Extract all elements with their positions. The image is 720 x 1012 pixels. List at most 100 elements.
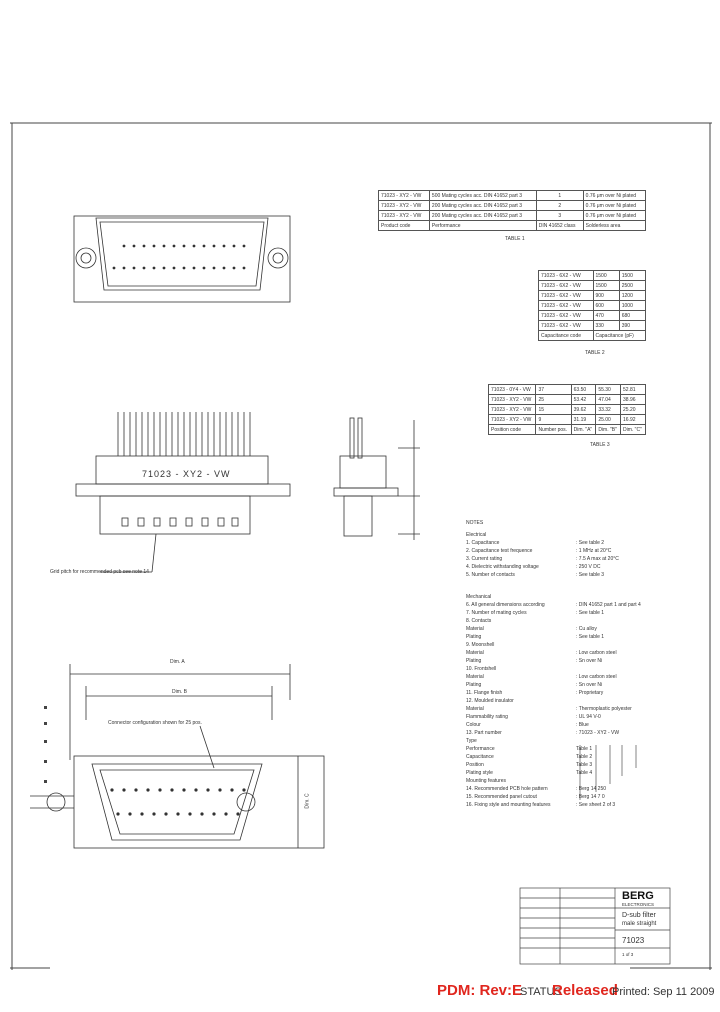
note-value: Table 2 (576, 754, 593, 760)
note-item: 8. Contacts (466, 618, 666, 626)
table-row: 71023 - XY2 - VW 200 Mating cycles acc. … (378, 210, 647, 221)
note-label: 11. Flange finish (466, 690, 503, 696)
note-label: 2. Capacitance test frequence (466, 548, 533, 554)
table-cell: 63.50 (570, 384, 597, 395)
note-label: 10. Frontshell (466, 666, 497, 672)
table-cell: 2 (535, 200, 584, 211)
table-row: 71023 - XY2 - VW 200 Mating cycles acc. … (378, 200, 647, 211)
note-label: Performance (466, 746, 495, 752)
config-note: Connector configuration shown for 25 pos… (108, 720, 202, 726)
printed-date: Printed: Sep 11 2009 (612, 986, 715, 998)
notes-title: NOTES (466, 520, 484, 526)
note-item: Mounting features (466, 778, 666, 786)
table-cell: 15 (535, 404, 572, 415)
notes-block: NOTES Electrical 1. Capacitance: See tab… (466, 520, 666, 810)
table-cell: 500 Mating cycles acc. DIN 41652 part 3 (428, 190, 537, 201)
note-value: : See table 1 (576, 610, 605, 616)
note-label: 15. Recommended panel cutout (466, 794, 537, 800)
note-item: 3. Current rating: 7.5 A max at 20°C (466, 556, 666, 564)
table-cell: 71023 - 6X2 - VW (538, 290, 594, 301)
pdm-revision: PDM: Rev:E (437, 982, 523, 999)
note-item: Plating style Table 4 (466, 770, 666, 778)
table-header-cell: DIN 41652 class (535, 220, 584, 231)
note-label: 5. Number of contacts (466, 572, 515, 578)
note-label: Position (466, 762, 484, 768)
note-label: Plating style (466, 770, 493, 776)
note-item: 7. Number of mating cycles: See table 1 (466, 610, 666, 618)
table-header-row: Product code Performance DIN 41652 class… (378, 220, 647, 231)
note-value: : Berg 14 7 0 (576, 794, 605, 800)
table-cell: 71023 - 6X2 - VW (538, 310, 594, 321)
note-value: : See table 1 (576, 634, 605, 640)
note-label: Flammability rating (466, 714, 508, 720)
note-item: Flammability rating: UL 94 V-0 (466, 714, 666, 722)
table-cell: 0.76 μm over Ni plated (582, 200, 647, 211)
status-value: Released (552, 982, 618, 999)
table-cell: 71023 - XY2 - VW (378, 210, 430, 221)
part-number-callouts (579, 745, 637, 800)
table-cell: 31.19 (570, 414, 597, 425)
note-label: Type (466, 738, 477, 744)
table-cell: 390 (618, 320, 647, 331)
dim-c-label: Dim. C (304, 793, 311, 809)
note-item: 2. Capacitance test frequence: 1 MHz at … (466, 548, 666, 556)
table-cell: 71023 - 6X2 - VW (538, 280, 594, 291)
table-cell: 47.04 (595, 394, 621, 405)
title-line-2: male straight (622, 921, 657, 927)
note-value: Table 4 (576, 770, 593, 776)
note-item: Type (466, 738, 666, 746)
note-value: : 250 V DC (576, 564, 601, 570)
table-header-cell: Dim. "B" (595, 424, 621, 435)
table-cell: 71023 - XY2 - VW (487, 414, 537, 425)
note-item: 1. Capacitance: See table 2 (466, 540, 666, 548)
table-cell: 1000 (618, 300, 647, 311)
note-value: : Berg 14 250 (576, 786, 607, 792)
table-cell: 3 (535, 210, 584, 221)
table-cell: 600 (592, 300, 620, 311)
pin-row-top (112, 244, 246, 270)
table-cell: 0.76 μm over Ni plated (582, 210, 647, 221)
table-row: 71023 - XY2 - VW 500 Mating cycles acc. … (378, 190, 647, 201)
note-label: Material (466, 650, 484, 656)
table-header-cell: Number pos. (535, 424, 572, 435)
table-header-cell: Position code (487, 424, 537, 435)
note-label: 16. Fixing style and mounting features (466, 802, 551, 808)
note-item: 14. Recommended PCB hole pattern: Berg 1… (466, 786, 666, 794)
table-cell: 71023 - 0Y4 - VW (487, 384, 537, 395)
table-cell: 71023 - XY2 - VW (378, 200, 430, 211)
table-cell: 1500 (592, 280, 620, 291)
table-cell: 9 (535, 414, 572, 425)
table-cell: 2500 (618, 280, 647, 291)
table-cell: 25.00 (595, 414, 621, 425)
note-value: : Blue (576, 722, 589, 728)
note-label: 4. Dielectric withstanding voltage (466, 564, 539, 570)
note-item: Material: Cu alloy (466, 626, 666, 634)
table-cell: 71023 - 6X2 - VW (538, 270, 594, 281)
table-cell: 200 Mating cycles acc. DIN 41652 part 3 (428, 200, 537, 211)
table-cell: 1500 (592, 270, 620, 281)
brand-sub: ELECTRONICS (622, 902, 655, 907)
note-item: 10. Frontshell (466, 666, 666, 674)
table-cell: 1500 (618, 270, 647, 281)
table-cell: 0.76 μm over Ni plated (582, 190, 647, 201)
note-label: Mounting features (466, 778, 507, 784)
table-cell: 52.81 (620, 384, 646, 395)
note-value: : Cu alloy (576, 626, 597, 632)
note-label: 1. Capacitance (466, 540, 500, 546)
table-cell: 71023 - 6X2 - VW (538, 300, 594, 311)
note-value: : Low carbon steel (576, 674, 617, 680)
note-item: Colour: Blue (466, 722, 666, 730)
